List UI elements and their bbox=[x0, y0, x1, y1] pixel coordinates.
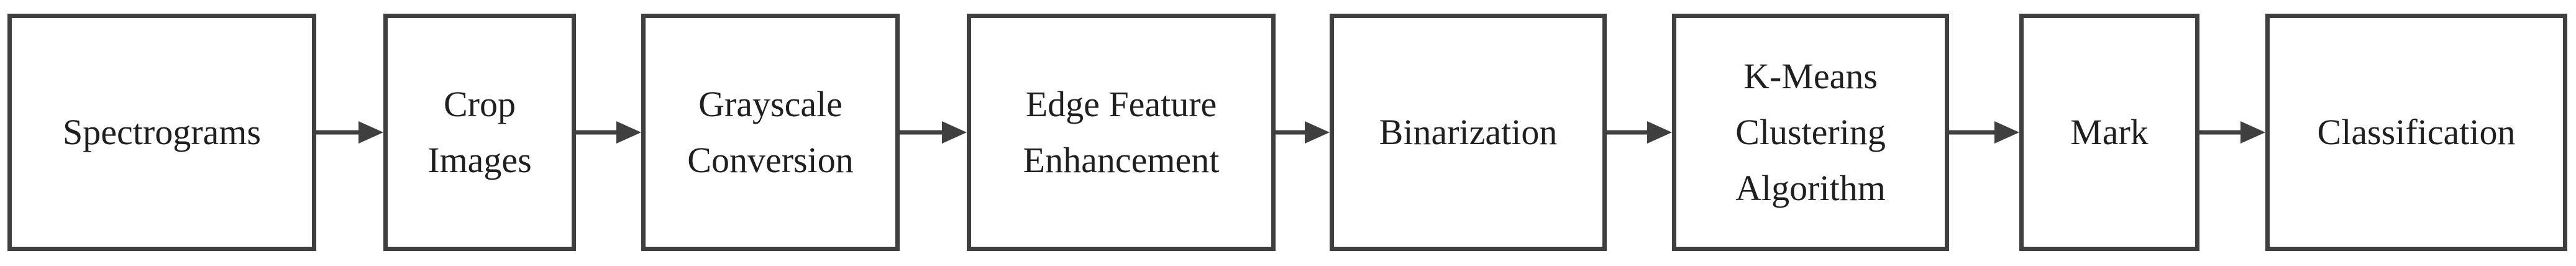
arrowhead bbox=[1305, 121, 1330, 144]
node-grayscale-conversion: Grayscale Conversion bbox=[641, 14, 900, 251]
node-label: Crop Images bbox=[427, 84, 532, 180]
arrow-n7-n8 bbox=[2199, 121, 2265, 144]
node-k-means-clustering-algorithm: K-Means Clustering Algorithm bbox=[1672, 14, 1949, 251]
node-label: Grayscale Conversion bbox=[687, 84, 854, 180]
node-label: Spectrograms bbox=[63, 112, 261, 152]
arrow-n2-n3 bbox=[576, 121, 641, 144]
arrowhead bbox=[1994, 121, 2019, 144]
node-binarization: Binarization bbox=[1330, 14, 1607, 251]
arrow-n6-n7 bbox=[1949, 121, 2019, 144]
arrow-n1-n2 bbox=[316, 121, 383, 144]
arrowhead bbox=[359, 121, 383, 144]
node-crop-images: Crop Images bbox=[383, 14, 576, 251]
node-edge-feature-enhancement: Edge Feature Enhancement bbox=[967, 14, 1276, 251]
node-label: Edge Feature Enhancement bbox=[1023, 84, 1220, 180]
node-label: Mark bbox=[2070, 112, 2149, 152]
node-mark: Mark bbox=[2019, 14, 2199, 251]
node-label: Binarization bbox=[1379, 112, 1558, 152]
node-label: Classification bbox=[2317, 112, 2516, 152]
arrowhead bbox=[1647, 121, 1672, 144]
node-label: K-Means Clustering Algorithm bbox=[1735, 56, 1886, 208]
arrow-n4-n5 bbox=[1276, 121, 1330, 144]
node-classification: Classification bbox=[2265, 14, 2567, 251]
arrow-n5-n6 bbox=[1607, 121, 1672, 144]
arrowhead bbox=[2240, 121, 2265, 144]
arrowhead bbox=[616, 121, 641, 144]
node-spectrograms: Spectrograms bbox=[7, 14, 316, 251]
arrow-n3-n4 bbox=[900, 121, 967, 144]
arrowhead bbox=[942, 121, 967, 144]
